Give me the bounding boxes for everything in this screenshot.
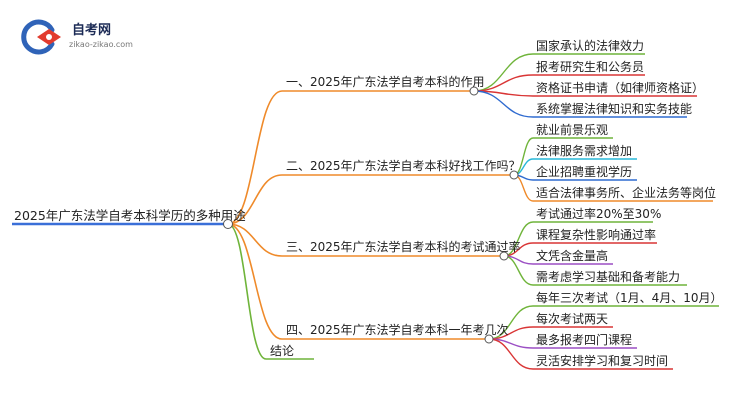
leaf-connector <box>488 338 534 370</box>
branch-hub-dot <box>499 251 509 261</box>
leaf-label: 报考研究生和公务员 <box>536 59 644 74</box>
branch-label: 结论 <box>270 344 294 358</box>
leaf-label: 每次考试两天 <box>536 311 608 326</box>
branch-connector <box>227 223 283 340</box>
leaf-label: 灵活安排学习和复习时间 <box>536 353 668 368</box>
leaf-label: 每年三次考试（1月、4月、10月） <box>536 290 723 305</box>
root-hub-dot <box>223 219 233 229</box>
logo-badge-icon <box>21 19 61 55</box>
logo-url: zikao-zikao.com <box>69 40 133 49</box>
leaf-connector <box>513 174 534 202</box>
leaf-label: 适合法律事务所、企业法务等岗位 <box>536 185 716 200</box>
leaf-connector <box>473 90 534 118</box>
leaf-label: 系统掌握法律知识和实务技能 <box>536 101 692 116</box>
leaf-label: 就业前景乐观 <box>536 122 608 137</box>
leaf-label: 资格证书申请（如律师资格证） <box>536 80 704 95</box>
branch-label: 三、2025年广东法学自考本科的考试通过率 <box>286 239 521 254</box>
branch-hub-dot <box>509 170 519 180</box>
leaf-label: 文凭含金量高 <box>536 248 608 263</box>
branch-label: 四、2025年广东法学自考本科一年考几次 <box>286 322 509 337</box>
leaf-label: 法律服务需求增加 <box>536 143 632 158</box>
branch-connector <box>227 174 283 225</box>
leaf-label: 最多报考四门课程 <box>536 332 632 347</box>
leaf-label: 课程复杂性影响通过率 <box>536 227 656 242</box>
leaf-label: 国家承认的法律效力 <box>536 38 644 53</box>
leaf-label: 需考虑学习基础和备考能力 <box>536 269 680 284</box>
logo-title: 自考网 <box>72 22 111 38</box>
branch-label: 二、2025年广东法学自考本科好找工作吗？ <box>286 158 521 173</box>
branch-hub-dot <box>469 86 479 96</box>
branch-connector <box>227 90 283 225</box>
branch-hub-dot <box>484 334 494 344</box>
leaf-label: 考试通过率20%至30% <box>536 206 661 221</box>
site-logo: 自考网 zikao-zikao.com <box>21 19 133 55</box>
branch-label: 一、2025年广东法学自考本科的作用 <box>286 74 485 89</box>
root-label: 2025年广东法学自考本科学历的多种用途 <box>14 208 246 223</box>
leaf-label: 企业招聘重视学历 <box>536 164 632 179</box>
branch-connector <box>227 223 283 257</box>
branch-connector <box>227 223 267 360</box>
